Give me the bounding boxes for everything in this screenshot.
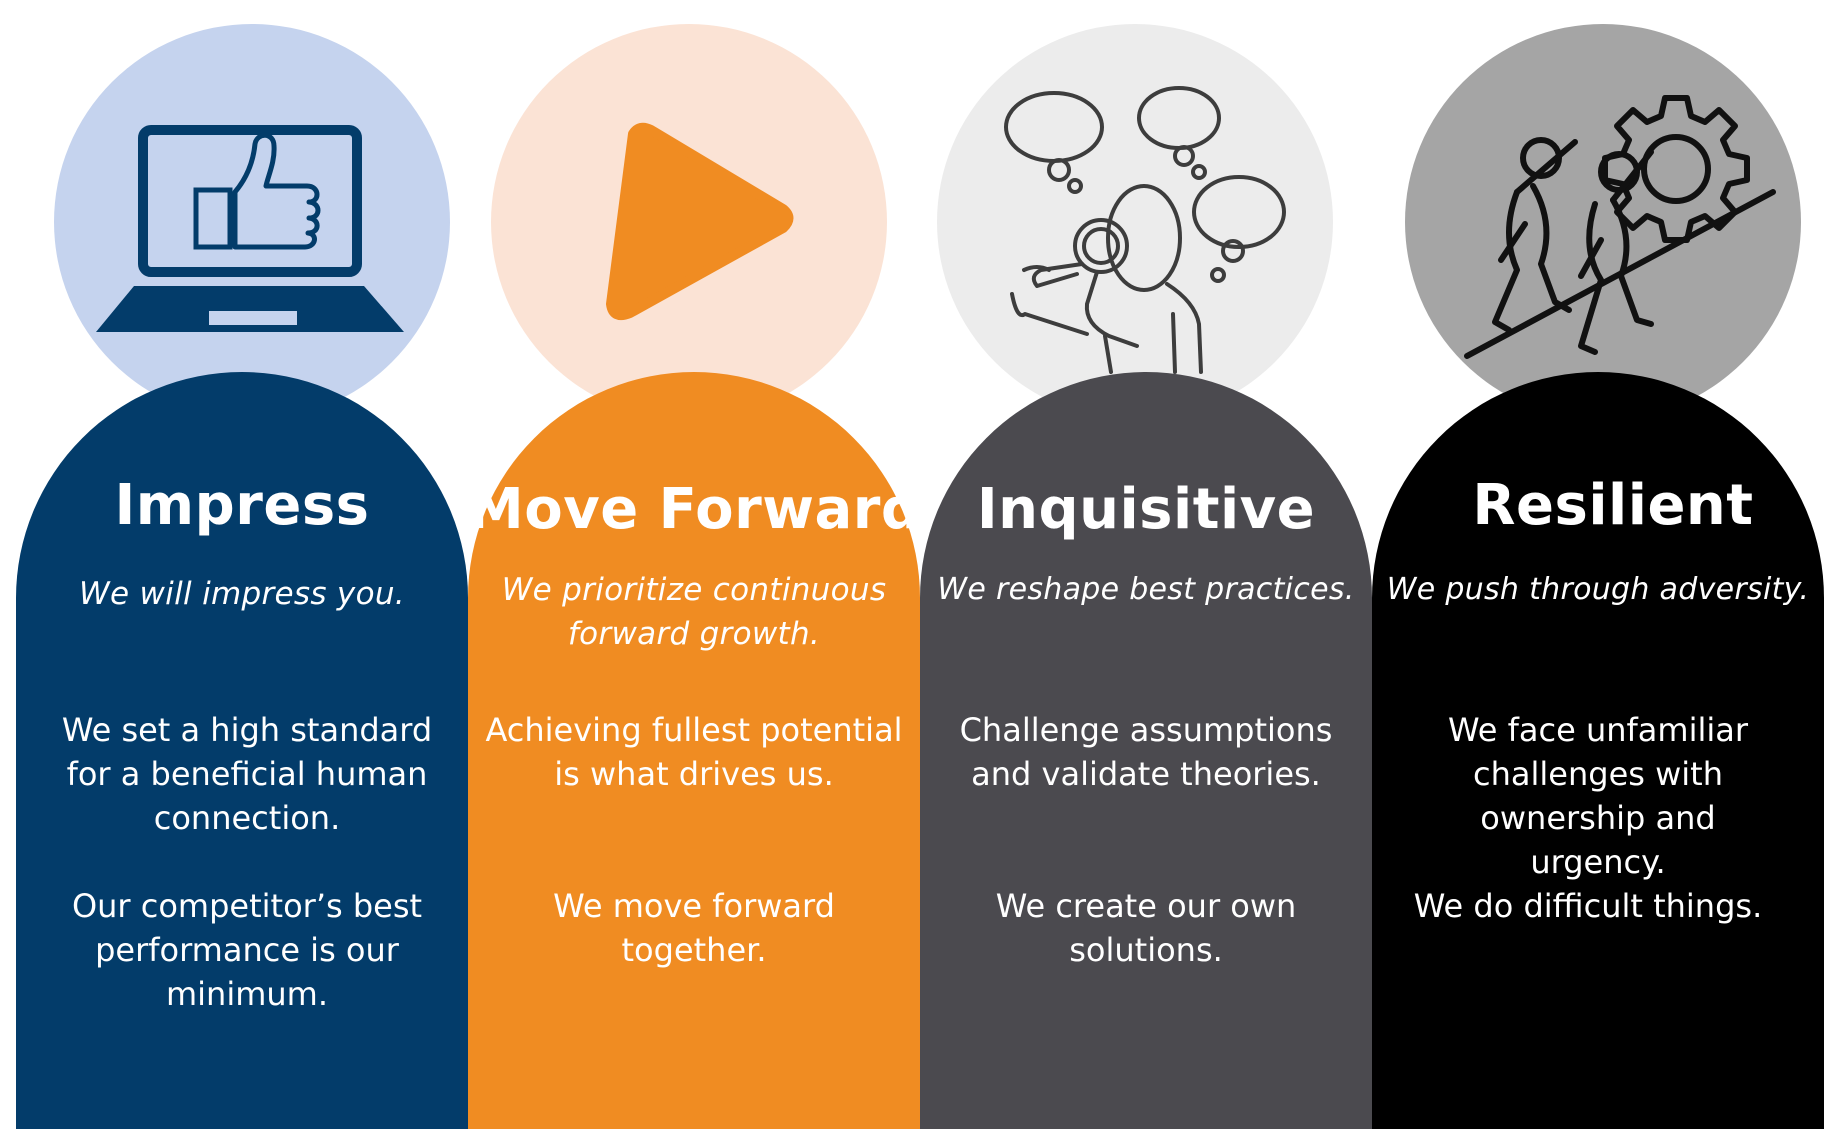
card-tagline: We push through adversity. xyxy=(1386,572,1810,607)
value-card-inquisitive: Inquisitive We reshape best practices. C… xyxy=(920,372,1372,1129)
card-paragraph: We set a high standard for a beneficial … xyxy=(61,711,433,837)
card-paragraph: We do difficult things. xyxy=(1413,887,1763,925)
card-title: Impress xyxy=(114,473,370,538)
card-tagline: We will impress you. xyxy=(79,576,405,612)
thinking-magnifier-person-icon xyxy=(1004,86,1286,374)
icon-circle-impress xyxy=(54,24,450,420)
card-tagline: We reshape best practices. xyxy=(937,572,1355,607)
icon-circle-inquisitive xyxy=(937,24,1333,420)
icon-circle-move-forward xyxy=(491,24,887,420)
value-card-move-forward: Move Forward We prioritize continuous fo… xyxy=(468,372,922,1129)
card-paragraph: We move forward together. xyxy=(553,887,835,969)
value-card-resilient: Resilient We push through adversity. We … xyxy=(1372,372,1824,1129)
play-icon xyxy=(606,122,794,321)
card-paragraph: We face unfamiliar challenges with owner… xyxy=(1448,711,1748,881)
card-tagline: We prioritize continuous forward growth. xyxy=(501,572,887,652)
value-card-impress: Impress We will impress you. We set a hi… xyxy=(16,372,468,1129)
card-paragraph: We create our own solutions. xyxy=(995,887,1297,969)
card-title: Resilient xyxy=(1472,473,1754,538)
icon-circle-resilient xyxy=(1405,24,1801,420)
card-paragraph: Achieving fullest potential is what driv… xyxy=(485,711,903,793)
card-paragraph: Challenge assumptions and validate theor… xyxy=(959,711,1333,793)
card-title: Move Forward xyxy=(468,477,922,542)
laptop-thumbs-up-icon xyxy=(96,125,404,332)
card-title: Inquisitive xyxy=(976,477,1316,542)
card-paragraph: Our competitor’s best performance is our… xyxy=(71,887,423,1013)
climbers-gear-icon xyxy=(1464,95,1776,359)
